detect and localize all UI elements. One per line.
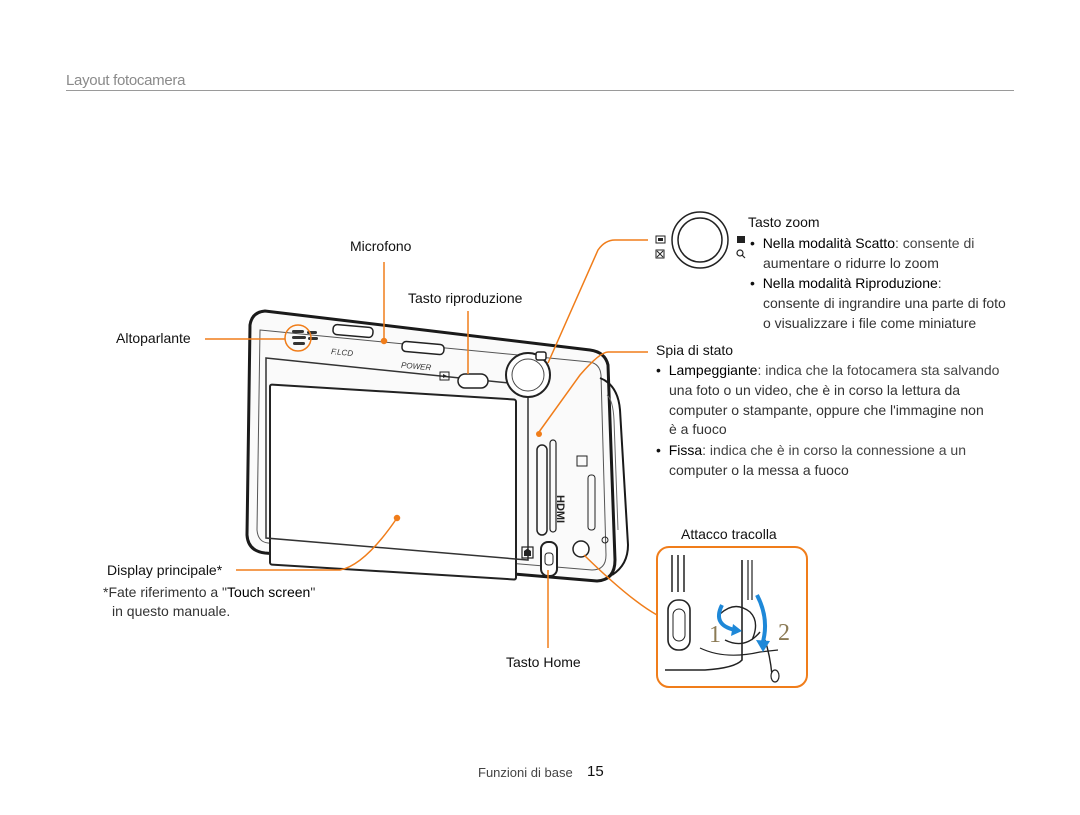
display-note-line1: *Fate riferimento a "Touch screen" (103, 584, 316, 600)
spia-bullet-1-cont1: una foto o un video, che è in corso la l… (669, 382, 961, 398)
strap-lug (572, 540, 590, 558)
strap-step-1: 1 (709, 622, 721, 648)
footer-section: Funzioni di base (478, 765, 573, 780)
spia-bullet-1-cont2: computer o stampante, oppure che l'immag… (669, 402, 984, 418)
spia-bullet-1-cont3: è a fuoco (669, 421, 727, 437)
power-button (401, 340, 445, 356)
home-button (540, 541, 558, 577)
camera-hdmi-label: HDMI (554, 495, 566, 524)
label-tasto-zoom: Tasto zoom (748, 214, 820, 230)
strap-step-2: 2 (778, 620, 790, 646)
strap-arrow-1 (717, 604, 736, 632)
label-spia-di-stato: Spia di stato (656, 342, 734, 358)
callout-lines (205, 239, 658, 648)
spia-bullet-2-cont1: computer o la messa a fuoco (669, 462, 849, 478)
zoom-bullet-2-cont1: consente di ingrandire una parte di foto (763, 295, 1006, 311)
zoom-bullet-2-cont2: o visualizzare i file come miniature (763, 315, 977, 331)
zoom-bullet-2: • Nella modalità Riproduzione: (750, 275, 942, 291)
display-note-line2: in questo manuale. (112, 603, 231, 619)
page-title: Layout fotocamera (66, 72, 186, 89)
camera-flcd-label: F.LCD (330, 347, 354, 358)
playback-button (457, 373, 489, 389)
page-number: 15 (587, 763, 604, 780)
zoom-bullet-1: • Nella modalità Scatto: consente di (750, 235, 975, 251)
label-tasto-home: Tasto Home (506, 654, 581, 670)
label-tasto-riproduzione: Tasto riproduzione (408, 290, 523, 306)
label-microfono: Microfono (350, 238, 412, 254)
strap-inset (656, 546, 808, 688)
main-display (269, 383, 517, 581)
zoom-lever-diagram (655, 211, 746, 269)
status-lamp (536, 431, 542, 437)
spia-bullet-1: • Lampeggiante: indica che la fotocamera… (656, 362, 1000, 378)
label-attacco-tracolla: Attacco tracolla (681, 526, 777, 542)
header-divider (66, 90, 1014, 91)
label-display-principale: Display principale* (107, 562, 223, 578)
zoom-bullet-1-cont: aumentare o ridurre lo zoom (763, 255, 939, 271)
label-altoparlante: Altoparlante (116, 330, 191, 346)
front-lcd-button (332, 323, 374, 339)
spia-bullet-2: • Fissa: indica che è in corso la connes… (656, 442, 966, 458)
